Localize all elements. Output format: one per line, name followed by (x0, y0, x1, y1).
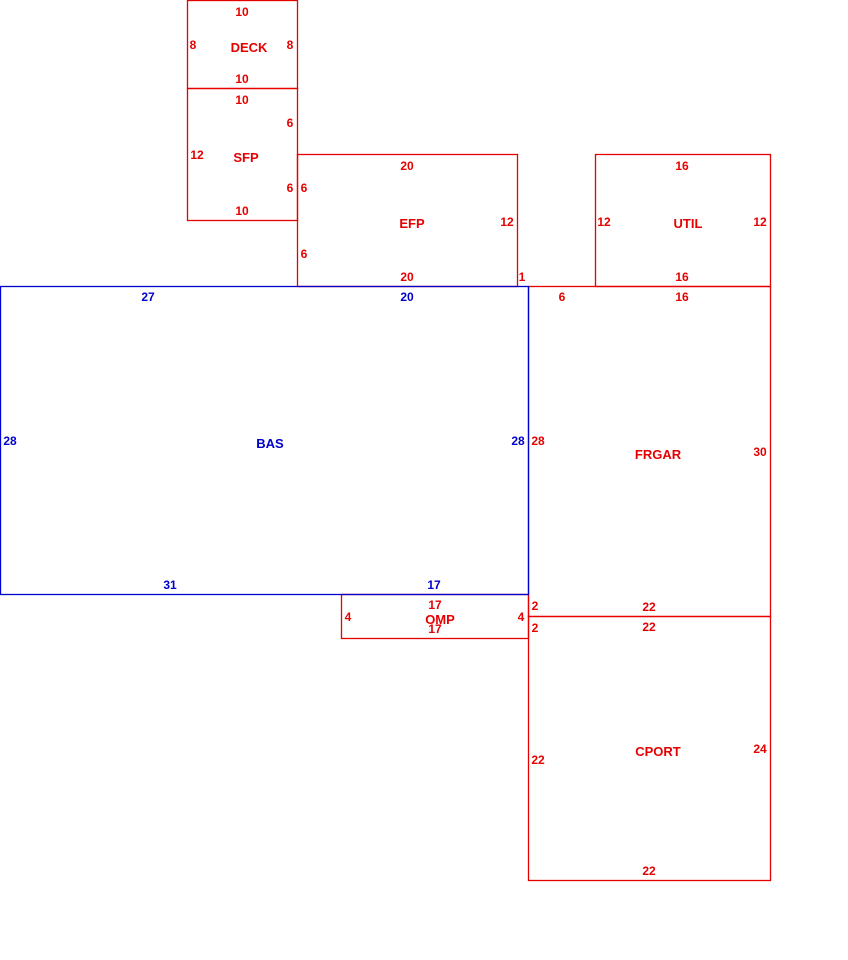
bas-dim-left: 28 (3, 434, 17, 448)
efp-dim-top: 20 (400, 159, 414, 173)
frgar-dim-left: 28 (531, 434, 545, 448)
deck-dim-left: 8 (190, 38, 197, 52)
efp-dim-bottom: 20 (400, 270, 414, 284)
util-label: UTIL (674, 216, 703, 231)
bas-label: BAS (256, 436, 284, 451)
bas-dim-top-right: 20 (400, 290, 414, 304)
deck-dim-top: 10 (235, 5, 249, 19)
omp-dim-right: 4 (518, 610, 525, 624)
efp-dim-left-lower: 6 (301, 247, 308, 261)
omp-dim-top: 17 (428, 598, 442, 612)
deck-dim-right: 8 (287, 38, 294, 52)
efp-dim-right: 12 (500, 215, 514, 229)
deck-dim-bottom: 10 (235, 72, 249, 86)
frgar-dim-bottom: 22 (642, 600, 656, 614)
cport-dim-top-left: 2 (532, 621, 539, 635)
bas-dim-top-left: 27 (141, 290, 155, 304)
bas-outline (0, 285, 530, 596)
omp-dim-left: 4 (345, 610, 352, 624)
frgar-dim-top-left: 6 (559, 290, 566, 304)
omp-label: OMP (425, 612, 455, 627)
sfp-dim-left: 12 (190, 148, 204, 162)
deck-label: DECK (231, 40, 268, 55)
bas-dim-bottom-right: 17 (427, 578, 441, 592)
sfp-dim-right-upper: 6 (287, 116, 294, 130)
cport-label: CPORT (635, 744, 681, 759)
efp-label: EFP (399, 216, 425, 231)
sfp-dim-bottom: 10 (235, 204, 249, 218)
sfp-dim-top: 10 (235, 93, 249, 107)
cport-outline (527, 615, 772, 882)
util-dim-left: 12 (597, 215, 611, 229)
cport-dim-right: 24 (753, 742, 767, 756)
bas-dim-right: 28 (511, 434, 525, 448)
omp-dim-bottom: 17 (428, 622, 442, 636)
sfp-label: SFP (233, 150, 259, 165)
efp-dim-left-upper: 6 (301, 181, 308, 195)
sfp-dim-right-lower: 6 (287, 181, 294, 195)
efp-dim-bottom-right: 1 (519, 270, 526, 284)
bas-dim-bottom-left: 31 (163, 578, 177, 592)
frgar-dim-right: 30 (753, 445, 767, 459)
cport-dim-top: 22 (642, 620, 656, 634)
util-dim-bottom: 16 (675, 270, 689, 284)
frgar-label: FRGAR (635, 447, 682, 462)
frgar-dim-top: 16 (675, 290, 689, 304)
cport-dim-bottom: 22 (642, 864, 656, 878)
util-dim-right: 12 (753, 215, 767, 229)
util-dim-top: 16 (675, 159, 689, 173)
cport-dim-left: 22 (531, 753, 545, 767)
frgar-dim-bottom-left: 2 (532, 599, 539, 613)
